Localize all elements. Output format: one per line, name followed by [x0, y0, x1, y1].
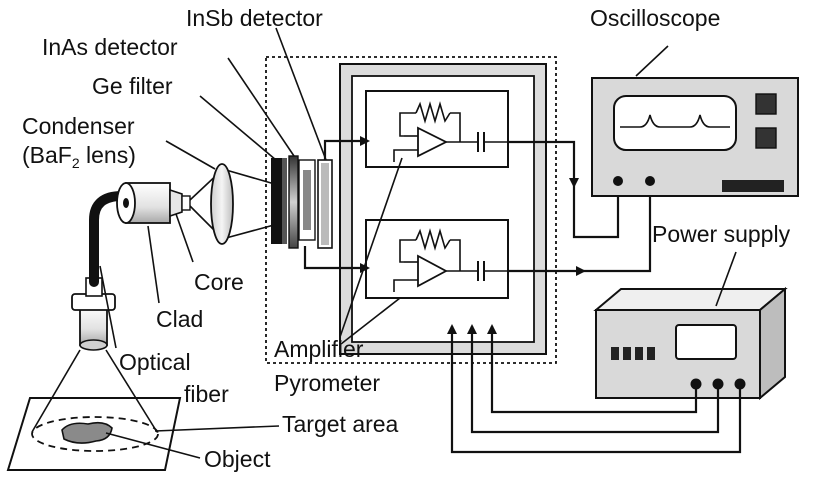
scope-knob-1 [755, 93, 777, 115]
object-shape [61, 421, 113, 444]
scope-knob-2 [755, 127, 777, 149]
label-object: Object [204, 446, 271, 472]
fiber-head [71, 277, 116, 351]
detector-signal-lines [303, 136, 370, 273]
upper-amplifier-circuit [365, 90, 509, 168]
lower-amplifier-circuit [365, 219, 509, 299]
label-oscilloscope: Oscilloscope [590, 5, 720, 31]
target-plate [6, 397, 182, 471]
scope-input-1 [613, 176, 623, 186]
power-supply [593, 286, 788, 401]
target-area-ring [31, 416, 159, 452]
scope-input-2 [645, 176, 655, 186]
fiber-connector [116, 182, 191, 224]
leader-lines [99, 27, 737, 459]
label-insb-detector: InSb detector [186, 5, 323, 31]
ge-filter [271, 158, 282, 244]
detector-stack [271, 155, 333, 249]
label-optical: Optical [119, 349, 191, 375]
label-fiber: fiber [184, 381, 229, 407]
condenser-lens [210, 163, 234, 245]
label-core: Core [194, 269, 244, 295]
label-amplifier: Amplifier [274, 336, 364, 362]
light-rays [189, 169, 286, 239]
power-supply-display [675, 324, 737, 360]
label-ge-filter: Ge filter [92, 73, 173, 99]
pyrometer-enclosure [265, 56, 557, 364]
label-clad: Clad [156, 306, 203, 332]
scope-slot [722, 180, 784, 192]
label-power-supply: Power supply [652, 221, 791, 247]
label-target-area: Target area [282, 411, 399, 437]
inas-detector [288, 155, 299, 249]
oscilloscope-screen [613, 95, 737, 151]
label-condenser-lens: (BaF2 lens) [22, 142, 136, 171]
oscilloscope [591, 77, 799, 197]
label-inas-detector: InAs detector [42, 34, 178, 60]
viewing-cone [31, 349, 158, 433]
output-signal-lines [508, 140, 652, 276]
waveform-trace [620, 114, 730, 128]
power-wires [447, 324, 742, 454]
optical-fiber-cable [89, 191, 127, 287]
label-condenser: Condenser [22, 113, 135, 139]
label-pyrometer: Pyrometer [274, 370, 380, 396]
